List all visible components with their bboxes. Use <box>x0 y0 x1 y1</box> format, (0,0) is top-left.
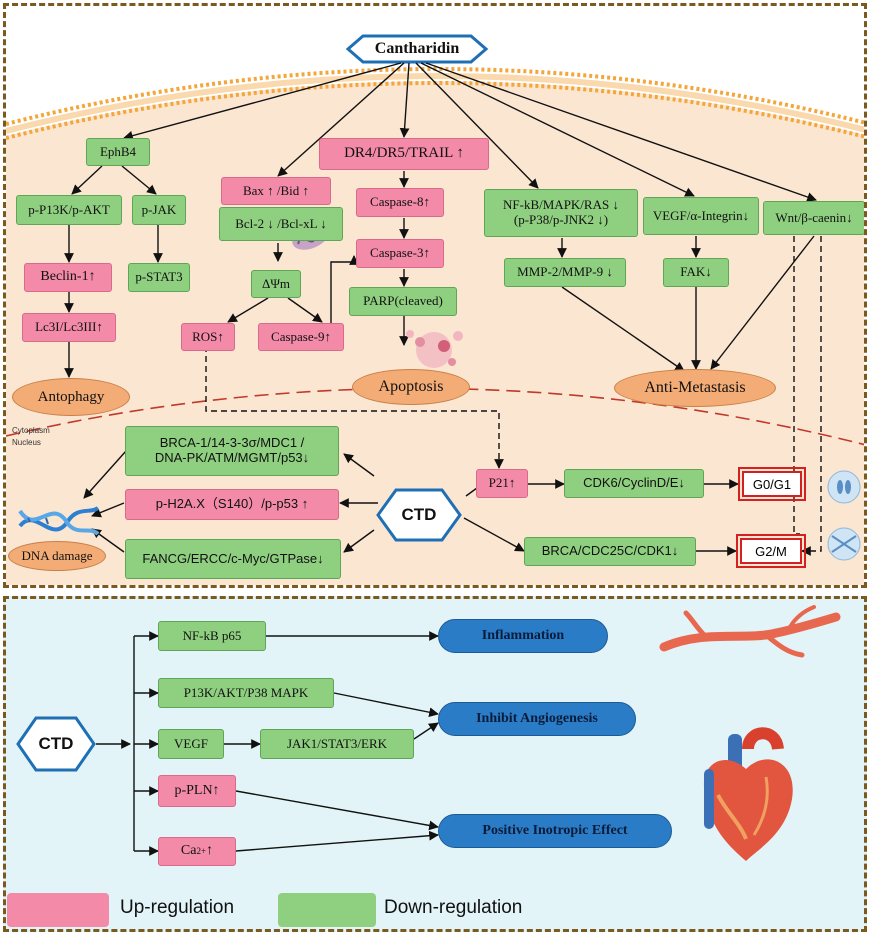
cantharidin-title: Cantharidin <box>374 39 460 57</box>
blood-vessel-icon <box>659 605 841 658</box>
vegf-integrin-node: VEGF/α-Integrin↓ <box>643 197 759 235</box>
fancg-node: FANCG/ERCC/c-Myc/GTPase↓ <box>125 539 341 579</box>
fak-node: FAK↓ <box>663 258 729 287</box>
lc3-node: Lc3I/Lc3III↑ <box>22 313 116 342</box>
ca-base-text: Ca <box>180 843 197 859</box>
nfkb-mapk-ras-node: NF-kB/MAPK/RAS ↓ (p-P38/p-JNK2 ↓) <box>484 189 638 237</box>
ctd-hexagon-top <box>376 488 462 542</box>
nfkb-line-1: NF-kB/MAPK/RAS ↓ <box>503 197 619 213</box>
apoptosis-outcome: Apoptosis <box>352 369 470 405</box>
autophagy-outcome: Antophagy <box>12 378 130 416</box>
legend-down-swatch <box>278 893 376 927</box>
ca-superscript: 2+ <box>196 846 207 857</box>
ephb4-node: EphB4 <box>86 138 150 166</box>
dr4-dr5-trail-node: DR4/DR5/TRAIL ↑ <box>319 138 489 170</box>
g2m-phase-box: G2/M <box>736 534 806 568</box>
cytoplasm-label: Cytoplasm <box>12 426 50 435</box>
ctd-label-bottom: CTD <box>38 734 74 754</box>
anti-metastasis-outcome: Anti-Metastasis <box>614 369 776 407</box>
vegf-node: VEGF <box>158 729 224 759</box>
bottom-panel-graphics <box>16 605 841 861</box>
dna-strand-icon <box>18 506 100 536</box>
brca-line-2: DNA-PK/ATM/MGMT/p53↓ <box>154 450 310 465</box>
ros-node: ROS↑ <box>181 323 235 351</box>
brca-cdc25c-node: BRCA/CDC25C/CDK1↓ <box>524 537 696 566</box>
angiogenesis-outcome: Inhibit Angiogenesis <box>438 702 636 736</box>
nfkb-line-2: (p-P38/p-JNK2 ↓) <box>513 212 609 227</box>
nfkb-p65-node: NF-kB p65 <box>158 621 266 651</box>
p-jak-node: p-JAK <box>132 195 186 225</box>
inotropic-outcome: Positive Inotropic Effect <box>438 814 672 848</box>
bax-bid-node: Bax ↑ /Bid ↑ <box>221 177 331 205</box>
parp-node: PARP(cleaved) <box>349 287 457 316</box>
g2m-cell-icon <box>827 527 861 561</box>
cell-membrane-inner <box>6 81 864 140</box>
nucleus-boundary <box>6 387 864 446</box>
brca-node: BRCA-1/14-3-3σ/MDC1 / DNA-PK/ATM/MGMT/p5… <box>125 426 339 476</box>
ctd-hexagon-bottom <box>16 716 96 772</box>
caspase9-node: Caspase-9↑ <box>258 323 344 351</box>
p-pln-node: p-PLN↑ <box>158 775 236 807</box>
wnt-node: Wnt/β-caenin↓ <box>763 201 864 235</box>
apoptotic-cell-icon <box>406 330 463 368</box>
jak-stat-erk-node: JAK1/STAT3/ERK <box>260 729 414 759</box>
beclin-node: Beclin-1↑ <box>24 263 112 292</box>
p21-node: P21↑ <box>476 469 528 498</box>
systemic-effects-panel: CTD NF-kB p65 P13K/AKT/P38 MAPK VEGF JAK… <box>3 596 867 932</box>
caspase3-node: Caspase-3↑ <box>356 239 444 268</box>
pi3k-akt-node: p-P13K/p-AKT <box>16 195 122 225</box>
delta-psi-node: ΔΨm <box>251 270 301 298</box>
nucleus-label: Nucleus <box>12 438 41 447</box>
p-stat3-node: p-STAT3 <box>128 263 190 292</box>
brca-line-1: BRCA-1/14-3-3σ/MDC1 / <box>159 435 305 451</box>
heart-icon <box>703 727 793 861</box>
cell-membrane-outer <box>6 67 864 126</box>
inflammation-outcome: Inflammation <box>438 619 608 653</box>
pi3k-akt-p38-node: P13K/AKT/P38 MAPK <box>158 678 334 708</box>
g0g1-cell-icon <box>827 470 861 504</box>
caspase8-node: Caspase-8↑ <box>356 188 444 217</box>
legend-up-label: Up-regulation <box>120 897 235 918</box>
cdk6-node: CDK6/CyclinD/E↓ <box>564 469 704 498</box>
cellular-mechanism-panel: Cantharidin Cytoplasm Nucleus EphB4 p-P1… <box>3 3 867 588</box>
mmp-node: MMP-2/MMP-9 ↓ <box>504 258 626 287</box>
legend-up-swatch <box>7 893 109 927</box>
ctd-label-top: CTD <box>401 505 437 525</box>
bcl2-node: Bcl-2 ↓ /Bcl-xL ↓ <box>219 207 343 241</box>
ca-arrow-text: ↑ <box>206 843 214 859</box>
dna-damage-outcome: DNA damage <box>8 541 106 571</box>
cantharidin-hexagon <box>345 34 489 64</box>
g0g1-phase-box: G0/G1 <box>738 467 806 501</box>
legend-down-label: Down-regulation <box>384 897 523 918</box>
ph2ax-node: p-H2A.X（S140）/p-p53 ↑ <box>125 489 339 520</box>
